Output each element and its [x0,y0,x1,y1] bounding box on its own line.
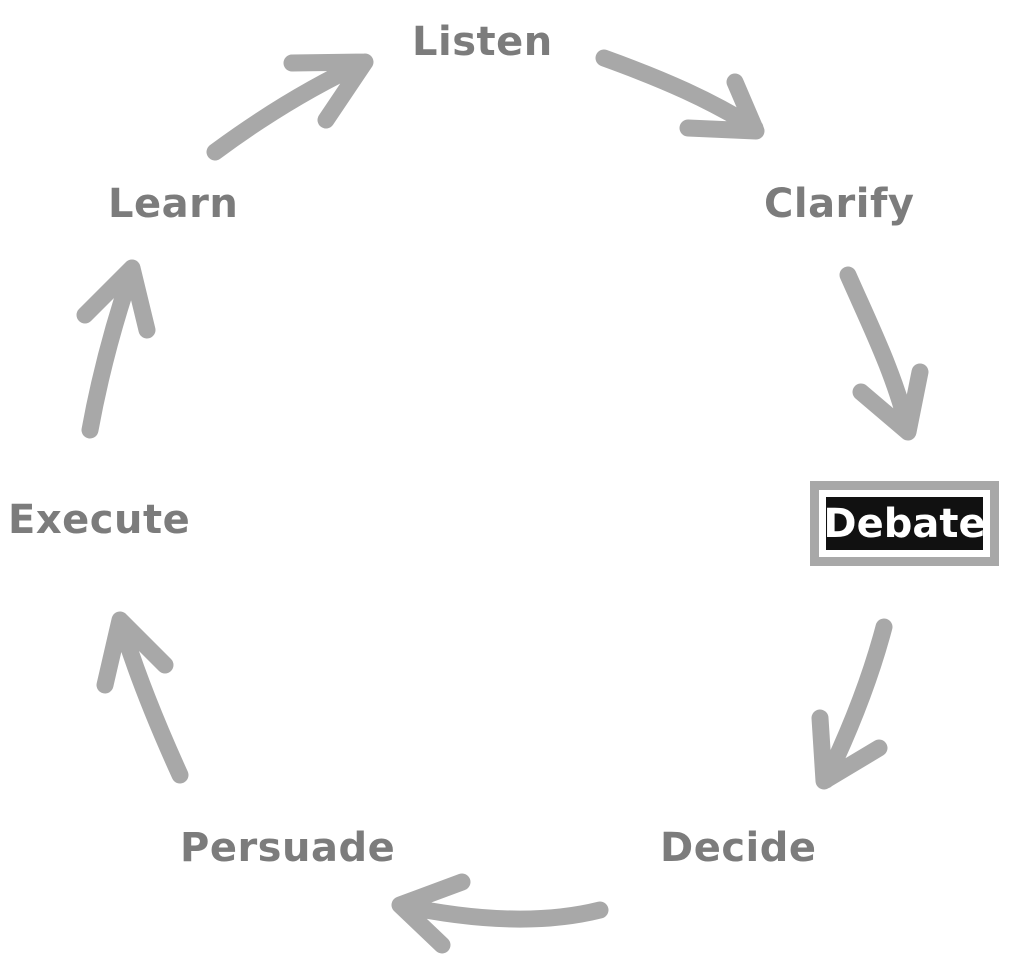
step-clarify: Clarify [764,181,915,227]
arrow-listen-to-clarify [595,49,765,140]
arrow-decide-to-persuade [391,873,609,954]
arrow-clarify-to-debate [839,266,929,441]
step-listen: Listen [412,19,553,65]
arrow-debate-to-decide [811,618,893,790]
step-decide: Decide [660,825,817,871]
step-persuade: Persuade [180,825,396,871]
arrow-learn-to-listen [206,53,374,161]
arrow-persuade-to-execute [96,611,189,784]
step-debate: Debate [823,500,986,547]
arrow-execute-to-learn [76,259,156,439]
step-learn: Learn [108,181,239,227]
step-execute: Execute [8,497,191,543]
step-debate-box: Debate [823,497,986,550]
step-debate-highlight: Debate [810,481,999,566]
